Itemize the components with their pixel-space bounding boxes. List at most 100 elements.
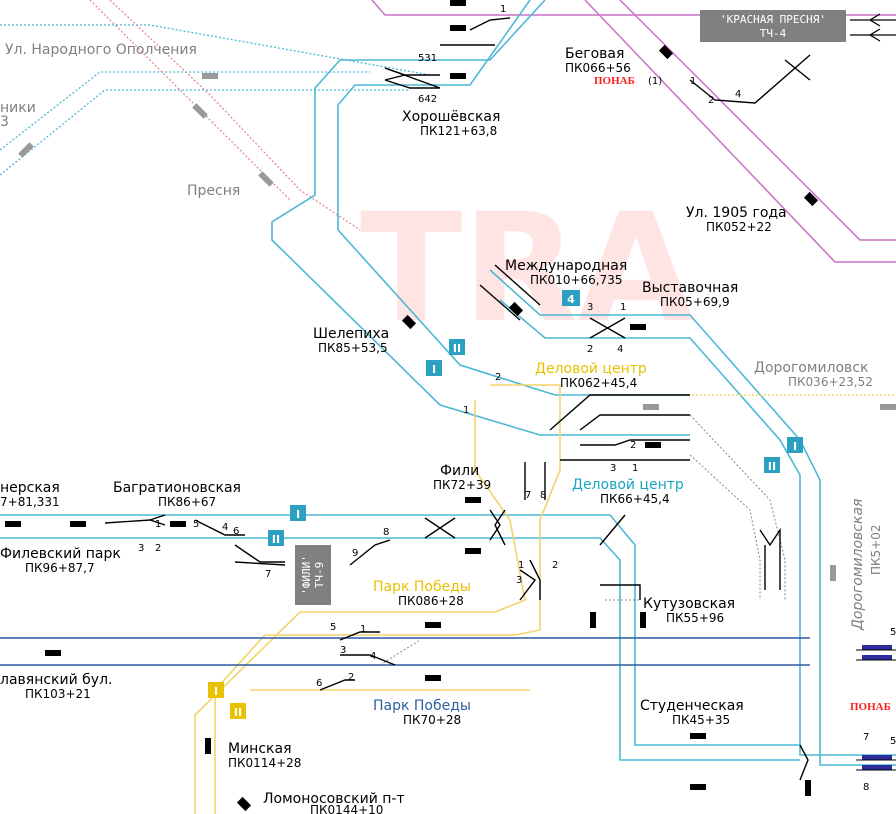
station-kutuzovskaya-pk: ПК55+96 [666,611,724,625]
grey-signal-markers [18,73,896,581]
switch-number-17: 1 [155,519,161,530]
station-minskaya: Минская [228,741,292,757]
station-filevsky-park: Филевский парк [0,546,121,562]
tag-minsk-2: II [234,706,242,719]
station-kutuzovskaya: Кутузовская [643,596,735,612]
switch-number-30: 1 [360,624,366,635]
switch-number-34: 2 [348,672,354,683]
station-mezhdunarodnaya-pk: ПК010+66,735 [530,273,623,287]
switch-number-21: 3 [138,543,144,554]
switch-number-31: 3 [340,645,346,656]
switch-number-3: 1 [690,76,696,87]
switch-number-10: 2 [495,372,501,383]
station-begovaya-pk: ПК066+56 [565,61,631,75]
station-slavyansky-pk: ПК103+21 [25,687,91,701]
grey-dotted-tracks [0,0,431,231]
switch-number-22: 2 [155,543,161,554]
switch-number-16: 8 [540,490,546,501]
cyan-line-tracks [0,0,896,766]
station-narodnogo-opolcheniya: Ул. Народного Ополчения [5,42,197,58]
station-minskaya-pk: ПК0114+28 [228,756,301,770]
switch-number-23: 8 [383,527,389,538]
station-partial-left-pk: 7+81,331 [0,495,60,509]
connector-tracks [379,414,786,666]
switch-number-0: 1 [500,4,506,15]
station-bagrationovskaya: Багратионовская [113,480,241,496]
station-shelepikha-pk: ПК85+53,5 [318,341,388,355]
tag-bagr-1: I [296,508,300,521]
station-studencheskaya: Студенческая [640,698,744,714]
switch-strokes [104,17,811,781]
switch-number-6: 3 [587,302,593,313]
station-park-pobedy-blue-pk: ПК70+28 [403,713,461,727]
station-presnya: Пресня [187,183,240,199]
station-park-pobedy-yellow: Парк Победы [373,579,471,595]
station-dorogomilovskaya-vert-pk: ПК5+02 [869,524,883,575]
station-fili-pk: ПК72+39 [433,478,491,492]
tag-minsk-1: I [214,685,218,698]
track-tags: I II 4 I II I II I II [208,290,803,719]
station-partial-left: нерская [0,480,60,496]
switch-number-28: 2 [552,560,558,571]
station-khoroshevskaya-pk: ПК121+63,8 [420,124,497,138]
switch-number-1: 531 [418,53,437,64]
station-niki-sub: 3 [0,114,9,130]
station-vystavochnaya: Выставочная [642,280,738,296]
station-lomonosovsky: Ломоносовский п-т [263,791,405,807]
station-park-pobedy-yellow-pk: ПК086+28 [398,594,464,608]
switch-number-14: 1 [632,463,638,474]
station-dorogomilovskaya-top-pk: ПК036+23,52 [788,375,873,389]
depot-krasnaya-name: 'КРАСНАЯ ПРЕСНЯ' [720,13,826,26]
tag-delovoy-1: I [793,440,797,453]
begovaya-ponab-count: (1) [648,76,662,87]
station-delovoy-cyan-pk: ПК66+45,4 [600,492,670,506]
station-dorogomilovskaya-top: Дорогомиловск [754,360,868,376]
station-studencheskaya-pk: ПК45+35 [672,713,730,727]
switch-number-37: 5 [890,627,896,638]
tag-shelepikha-2: II [453,342,461,355]
station-fili: Фили [440,463,479,479]
station-bagrationovskaya-pk: ПК86+67 [158,495,216,509]
signal-markers [5,0,819,812]
switch-number-25: 7 [265,569,271,580]
station-delovoy-yellow-pk: ПК062+45,4 [560,376,637,390]
blue-line-tracks [0,637,810,666]
switch-number-20: 6 [233,526,239,537]
switch-number-36: 8 [863,782,869,793]
ponab-right: ПОНАБ [850,701,891,713]
switch-number-35: 7 [863,732,869,743]
station-park-pobedy-blue: Парк Победы [373,698,471,714]
switch-number-5: 4 [735,89,741,100]
tag-mezhd-4: 4 [567,293,575,306]
station-slavyansky: лавянский бул. [0,672,112,688]
depot-fili-code: ТЧ-9 [313,562,326,589]
switch-number-9: 4 [617,344,623,355]
switch-number-32: 4 [370,651,376,662]
switch-number-2: 642 [418,94,437,105]
station-dorogomilovskaya-vert: Дорогомиловская [850,499,866,631]
depot-krasnaya-code: ТЧ-4 [760,27,787,40]
depot-fili-name: 'ФИЛИ' [300,555,313,595]
station-delovoy-cyan: Деловой центр [572,477,684,493]
depot-fili[interactable]: 'ФИЛИ' ТЧ-9 [295,545,331,605]
switch-numbers: 1 531 642 1 2 4 3 1 2 4 2 1 2 3 1 7 8 1 … [138,4,896,793]
station-begovaya: Беговая [565,46,624,62]
depot-krasnaya-presnya[interactable]: 'КРАСНАЯ ПРЕСНЯ' ТЧ-4 [700,10,896,42]
station-delovoy-yellow: Деловой центр [535,361,647,377]
switch-number-13: 3 [610,463,616,474]
station-khoroshevskaya: Хорошёвская [402,109,500,125]
switch-number-7: 1 [620,302,626,313]
begovaya-ponab: ПОНАБ [594,75,635,87]
station-shelepikha: Шелепиха [313,326,389,342]
switch-number-38: 5 [890,736,896,747]
switch-number-12: 2 [630,440,636,451]
station-filevsky-park-pk: ПК96+87,7 [25,561,95,575]
switch-number-29: 5 [330,622,336,633]
switch-number-15: 7 [525,490,531,501]
station-ul1905: Ул. 1905 года [686,205,787,221]
switch-number-27: 3 [516,575,522,586]
station-ul1905-pk: ПК052+22 [706,220,772,234]
tag-delovoy-2: II [768,460,776,473]
